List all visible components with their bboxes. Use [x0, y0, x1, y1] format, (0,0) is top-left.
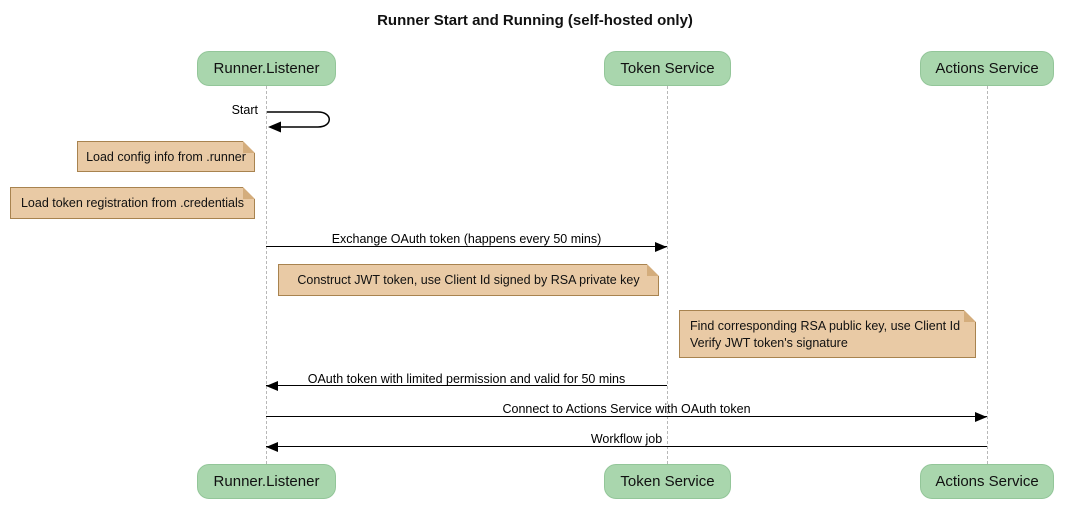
message-workflow-job-line — [266, 446, 987, 447]
diagram-title: Runner Start and Running (self-hosted on… — [377, 12, 693, 29]
participant-token-service-top: Token Service — [604, 51, 731, 86]
message-exchange-oauth-line — [266, 246, 667, 247]
note-text: Load config info from .runner — [86, 149, 246, 164]
note-line-1: Find corresponding RSA public key, use C… — [690, 319, 961, 333]
participant-actions-service-bottom: Actions Service — [920, 464, 1054, 499]
participant-label: Runner.Listener — [213, 60, 320, 77]
note-load-token-registration: Load token registration from .credential… — [10, 187, 255, 219]
note-construct-jwt: Construct JWT token, use Client Id signe… — [278, 264, 659, 296]
note-text: Find corresponding RSA public key, use C… — [690, 318, 960, 352]
message-oauth-return-label: OAuth token with limited permission and … — [307, 372, 626, 386]
note-text: Construct JWT token, use Client Id signe… — [297, 273, 640, 287]
arrowhead-left-icon — [266, 442, 278, 452]
message-connect-line — [266, 416, 987, 417]
arrowhead-right-icon — [655, 242, 667, 252]
participant-runner-listener-bottom: Runner.Listener — [197, 464, 336, 499]
participant-label: Token Service — [620, 60, 715, 77]
participant-label: Runner.Listener — [213, 473, 320, 490]
lifeline-actions-service — [987, 86, 988, 464]
arrowhead-right-icon — [975, 412, 987, 422]
participant-label: Actions Service — [935, 60, 1039, 77]
message-workflow-job-label: Workflow job — [590, 432, 663, 446]
message-start-label: Start — [231, 103, 258, 117]
arrowhead-left-icon — [266, 381, 278, 391]
message-connect-label: Connect to Actions Service with OAuth to… — [502, 402, 751, 416]
message-oauth-return-line — [266, 385, 667, 386]
message-exchange-oauth-label: Exchange OAuth token (happens every 50 m… — [331, 232, 602, 246]
participant-actions-service-top: Actions Service — [920, 51, 1054, 86]
lifeline-runner-listener — [266, 86, 267, 464]
note-line-2: Verify JWT token's signature — [690, 336, 848, 350]
participant-runner-listener-top: Runner.Listener — [197, 51, 336, 86]
self-loop-arrow — [267, 111, 330, 133]
note-verify-jwt: Find corresponding RSA public key, use C… — [679, 310, 976, 358]
participant-label: Token Service — [620, 473, 715, 490]
lifeline-token-service — [667, 86, 668, 464]
participant-label: Actions Service — [935, 473, 1039, 490]
participant-token-service-bottom: Token Service — [604, 464, 731, 499]
note-text: Load token registration from .credential… — [20, 196, 245, 210]
note-load-config: Load config info from .runner — [77, 141, 255, 172]
